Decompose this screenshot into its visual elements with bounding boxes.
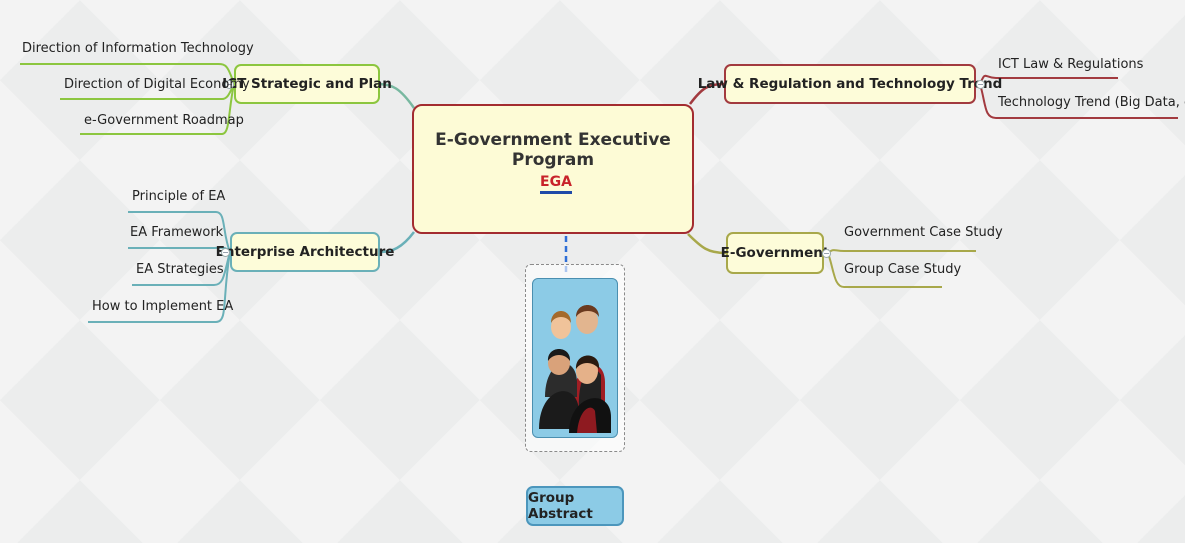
topic-enterprise-architecture[interactable]: Enterprise Architecture: [216, 232, 394, 272]
link-egov-child-1: [827, 249, 976, 254]
ict-child-direction-it[interactable]: Direction of Information Technology: [22, 41, 254, 56]
link-egov-child-2: [827, 252, 942, 288]
law-child-ict-law[interactable]: ICT Law & Regulations: [998, 57, 1144, 72]
ea-child-principle[interactable]: Principle of EA: [132, 189, 226, 204]
ict-child-direction-digital-economy[interactable]: Direction of Digital Economy: [64, 77, 250, 92]
egov-collapse-toggle-icon[interactable]: −: [822, 249, 831, 258]
people-group-icon: [539, 305, 611, 433]
link-central-ea: [379, 231, 415, 254]
topic-ict-strategic-and-plan[interactable]: ICT Strategic and Plan: [222, 64, 392, 104]
ea-child-implement[interactable]: How to Implement EA: [92, 299, 234, 314]
link-ea-child-1: [128, 211, 231, 253]
link-law-child-2: [979, 83, 1178, 119]
link-central-egov: [687, 233, 727, 255]
link-ict-child-3: [80, 83, 235, 135]
image-topic-frame[interactable]: [525, 264, 625, 452]
ea-child-framework[interactable]: EA Framework: [130, 225, 224, 240]
ega-logo-bar: [540, 191, 572, 194]
topic-ict-label: ICT Strategic and Plan: [222, 76, 392, 92]
link-central-ict: [377, 82, 416, 109]
link-ea-child-4: [88, 251, 231, 323]
egov-child-group-case-study[interactable]: Group Case Study: [844, 262, 962, 277]
ict-child-egov-roadmap[interactable]: e-Government Roadmap: [84, 113, 244, 128]
topic-law-label: Law & Regulation and Technology Trend: [697, 76, 1003, 92]
law-child-technology-trend[interactable]: Technology Trend (Big Data, etc): [998, 95, 1185, 110]
central-topic-title: E-Government Executive Program: [435, 130, 671, 170]
ega-logo-text: EGA: [540, 174, 572, 190]
topic-egov-label: E-Government: [720, 245, 830, 261]
link-central-law: [689, 82, 725, 105]
central-topic[interactable]: E-Government Executive Program EGA: [412, 104, 694, 234]
topic-e-government[interactable]: E-Government: [721, 232, 829, 274]
topic-law-regulation-technology-trend[interactable]: Law & Regulation and Technology Trend: [698, 64, 1002, 104]
link-ict-child-1: [20, 63, 235, 85]
ict-collapse-toggle-icon[interactable]: −: [225, 80, 234, 89]
group-abstract-label: Group Abstract: [528, 490, 593, 522]
ega-logo: EGA: [540, 174, 572, 194]
image-topic-panel: [532, 278, 618, 438]
egov-child-government-case-study[interactable]: Government Case Study: [844, 225, 1003, 240]
topic-ea-label: Enterprise Architecture: [215, 244, 395, 260]
ea-child-strategies[interactable]: EA Strategies: [136, 262, 224, 277]
ea-collapse-toggle-icon[interactable]: −: [221, 248, 230, 257]
group-abstract-topic[interactable]: Group Abstract: [526, 486, 624, 526]
law-collapse-toggle-icon[interactable]: −: [976, 80, 985, 89]
